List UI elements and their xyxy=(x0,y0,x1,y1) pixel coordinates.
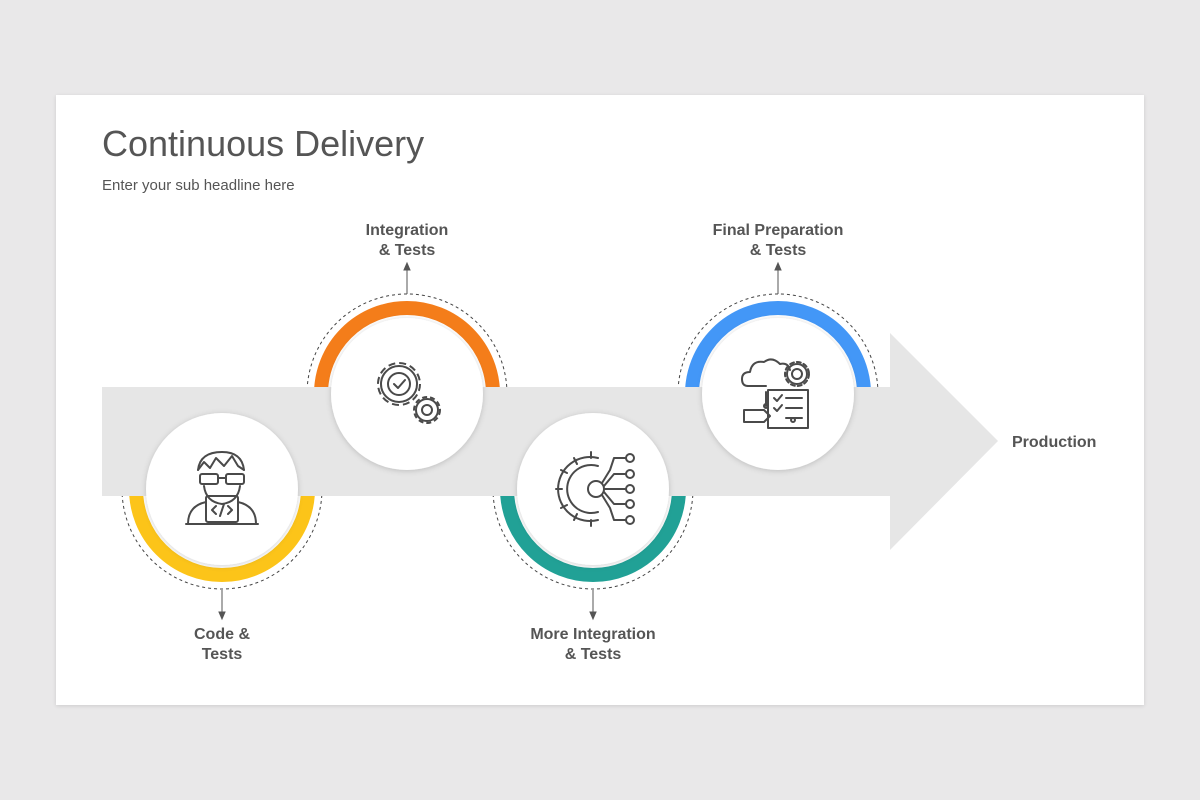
step-2-label-line2: & Tests xyxy=(379,242,436,259)
step-3-color-arc xyxy=(500,496,686,582)
cloud-checklist-icon xyxy=(741,358,810,429)
step-1-connector xyxy=(218,590,226,621)
step-3-label-line2: & Tests xyxy=(565,646,622,663)
step-3-connector xyxy=(589,590,597,621)
slide-title: Continuous Delivery xyxy=(102,123,425,164)
step-2-connector xyxy=(403,261,411,294)
production-label: Production xyxy=(1012,434,1096,451)
step-4-connector xyxy=(774,261,782,294)
step-2-label-line1: Integration xyxy=(366,222,449,239)
step-1-label-line1: Code & xyxy=(194,626,250,643)
developer-icon xyxy=(185,451,259,525)
step-3-label-line1: More Integration xyxy=(530,626,655,643)
step-3-circle xyxy=(517,413,669,565)
step-4-color-arc xyxy=(685,301,871,387)
step-4-label-line1: Final Preparation xyxy=(713,222,844,239)
step-1-circle xyxy=(146,413,298,565)
step-2-circle xyxy=(331,318,483,470)
step-1-color-arc xyxy=(129,496,315,582)
step-1-label-line2: Tests xyxy=(202,646,243,663)
step-4-circle xyxy=(702,318,854,470)
gears-check-icon xyxy=(377,362,441,424)
step-4-label-line2: & Tests xyxy=(750,242,807,259)
step-2-color-arc xyxy=(314,301,500,387)
slide-subtitle: Enter your sub headline here xyxy=(102,177,295,194)
gear-circuit-icon xyxy=(555,451,635,527)
